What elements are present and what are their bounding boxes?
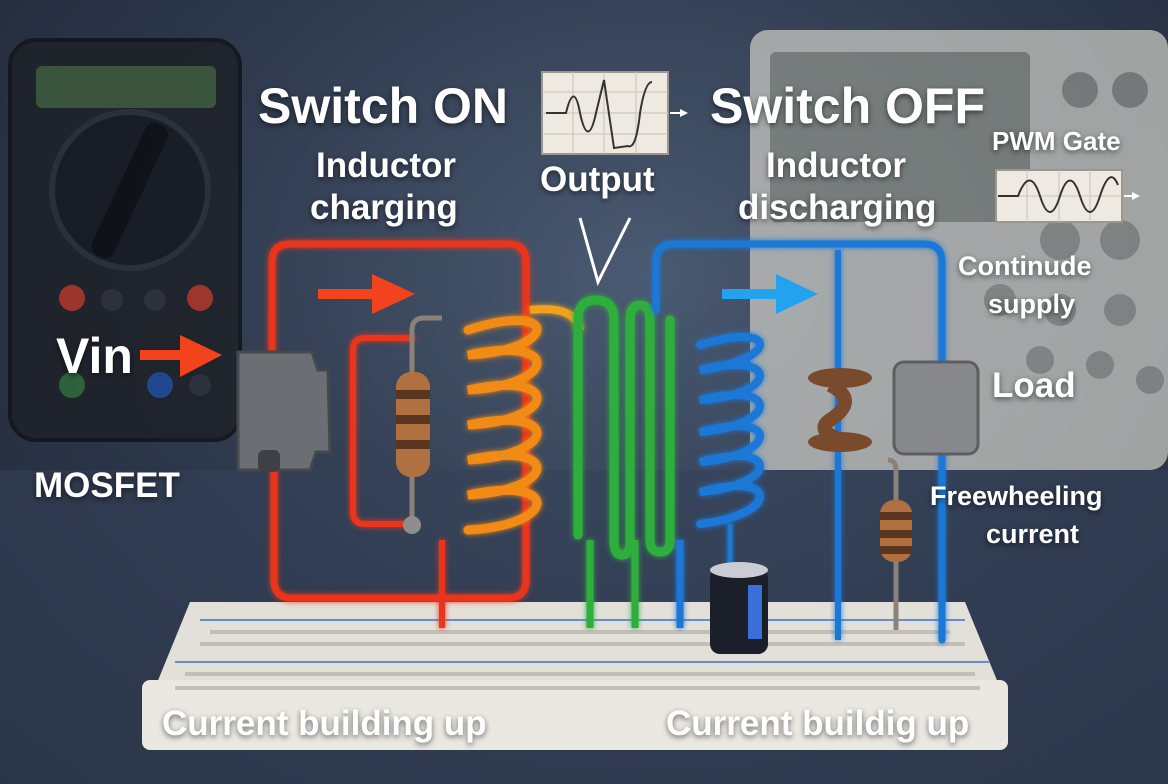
inductor-discharging-label-line1: Inductor bbox=[766, 146, 906, 185]
vin-arrow-icon bbox=[140, 335, 222, 377]
vin-label: Vin bbox=[56, 328, 133, 384]
current-right-caption: Current buildig up bbox=[666, 704, 970, 743]
switch-on-heading: Switch ON bbox=[258, 78, 509, 134]
output-waveform-icon bbox=[541, 71, 688, 155]
breadboard bbox=[142, 602, 1008, 750]
charging-arrow-icon bbox=[318, 274, 415, 314]
freewheeling-label-line1: Freewheeling bbox=[930, 481, 1103, 511]
multimeter-icon bbox=[8, 38, 242, 442]
mosfet-component bbox=[236, 350, 332, 472]
current-left-caption: Current building up bbox=[162, 704, 487, 743]
load-label: Load bbox=[992, 366, 1076, 405]
inductor-charging-label-line1: Inductor bbox=[316, 146, 456, 185]
inductor-coil-transition bbox=[573, 295, 684, 628]
inductor-discharging-label-line2: discharging bbox=[738, 188, 937, 227]
freewheeling-label-line2: current bbox=[986, 519, 1080, 549]
output-pointer bbox=[578, 217, 632, 287]
output-label: Output bbox=[540, 160, 655, 199]
discharging-arrow-icon bbox=[722, 274, 818, 314]
resistor-left bbox=[396, 315, 442, 534]
mosfet-label: MOSFET bbox=[34, 466, 180, 505]
load-component bbox=[892, 360, 980, 456]
capacitor-component bbox=[710, 562, 768, 654]
oscilloscope-icon bbox=[750, 30, 1168, 470]
diode-component bbox=[808, 368, 872, 452]
inductor-charging-label-line2: charging bbox=[310, 188, 458, 227]
continude-supply-label-line2: supply bbox=[988, 289, 1076, 319]
pwm-gate-label: PWM Gate bbox=[992, 126, 1121, 156]
switch-off-heading: Switch OFF bbox=[710, 78, 985, 134]
continude-supply-label-line1: Continude bbox=[958, 251, 1092, 281]
pwm-waveform-icon bbox=[995, 169, 1140, 223]
resistor-right bbox=[880, 457, 912, 630]
